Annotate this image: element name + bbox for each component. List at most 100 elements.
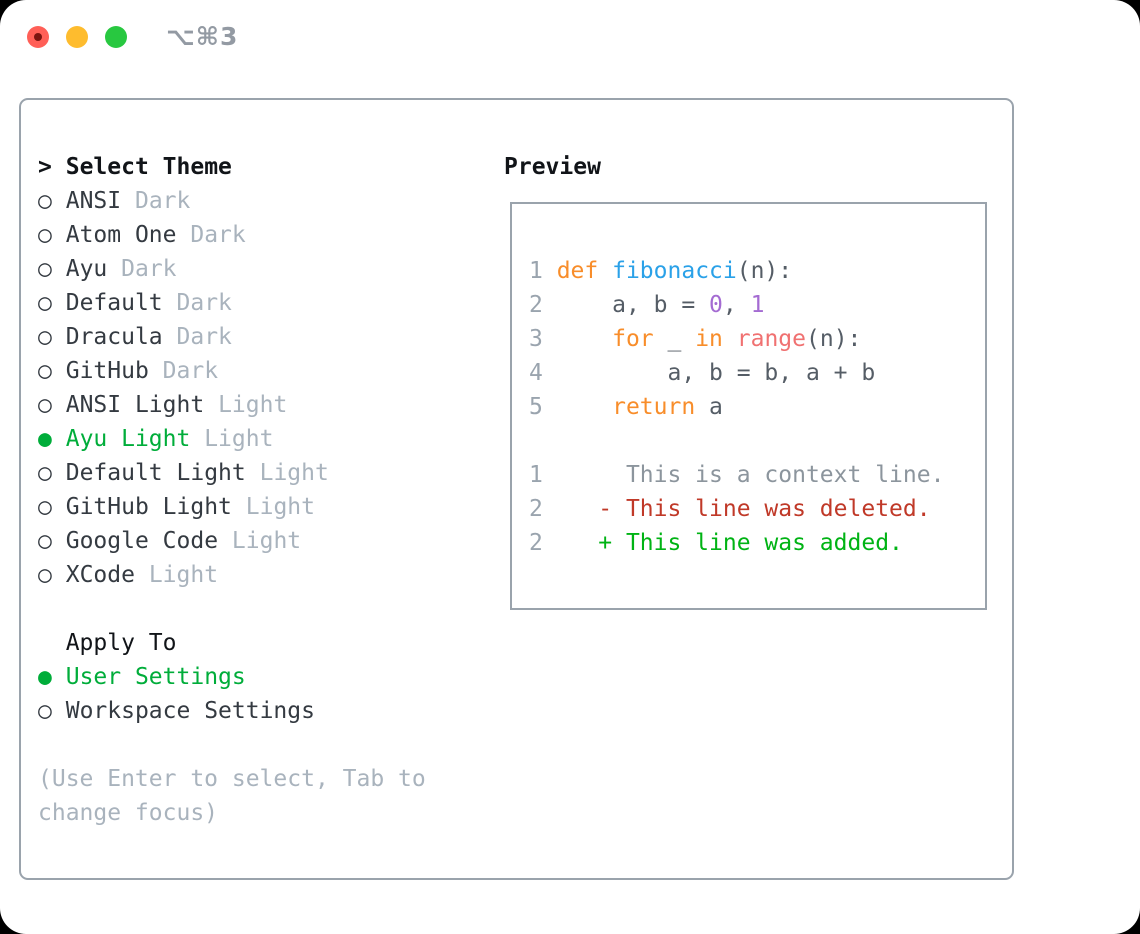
spacer [38,728,426,762]
radio-icon: ○ [38,698,52,724]
theme-list-column: > Select Theme ○ ANSI Dark○ Atom One Dar… [38,150,426,830]
line-number: 4 [529,360,557,386]
theme-variant-badge: Light [259,460,329,486]
theme-option-ayu-dark[interactable]: ○ Ayu Dark [38,252,426,286]
spacer [38,592,426,626]
radio-selected-icon: ● [38,426,52,452]
theme-picker-panel: > Select Theme ○ ANSI Dark○ Atom One Dar… [19,98,1014,880]
minimize-button[interactable] [66,26,88,48]
radio-icon: ○ [38,188,52,214]
theme-option-google-code-light[interactable]: ○ Google Code Light [38,524,426,558]
theme-variant-badge: Dark [190,222,246,248]
close-button[interactable] [27,26,49,48]
radio-selected-icon: ● [38,664,52,690]
theme-options-list: ○ ANSI Dark○ Atom One Dark○ Ayu Dark○ De… [38,184,426,592]
code-segment [598,258,612,284]
theme-name: Google Code [65,528,219,554]
theme-option-default-light-light[interactable]: ○ Default Light Light [38,456,426,490]
code-segment: in [695,326,723,352]
line-number: 2 [529,496,557,522]
select-theme-title: Select Theme [65,154,232,180]
radio-icon: ○ [38,528,52,554]
theme-option-ayu-light-light[interactable]: ● Ayu Light Light [38,422,426,456]
theme-option-github-dark[interactable]: ○ GitHub Dark [38,354,426,388]
theme-option-xcode-light[interactable]: ○ XCode Light [38,558,426,592]
code-segment: a [695,394,723,420]
close-dot-icon [34,33,42,41]
code-segment [557,394,612,420]
apply-to-header: Apply To [65,630,177,656]
code-segment: (n): [806,326,862,352]
theme-name: GitHub [65,358,149,384]
code-line: 2 a, b = 0, 1 [529,288,944,322]
theme-variant-badge: Dark [176,324,232,350]
code-segment: - This line was deleted. [556,496,931,522]
radio-icon: ○ [38,222,52,248]
code-segment: 1 [750,292,765,318]
theme-variant-badge: Dark [134,188,191,214]
code-line: 4 a, b = b, a + b [529,356,944,390]
radio-icon: ○ [38,392,52,418]
theme-variant-badge: Light [148,562,219,588]
theme-option-default-dark[interactable]: ○ Default Dark [38,286,426,320]
theme-variant-badge: Dark [176,290,232,316]
select-theme-header: > Select Theme [38,150,426,184]
theme-option-ansi-light-light[interactable]: ○ ANSI Light Light [38,388,426,422]
titlebar: ⌥⌘3 [0,0,1140,70]
line-number: 2 [529,292,557,318]
code-segment [723,326,737,352]
line-number: 1 [529,462,557,488]
code-segment: + This line was added. [556,530,903,556]
code-segment [557,326,612,352]
code-segment: This is a context line. [556,462,945,488]
theme-option-atom-one-dark[interactable]: ○ Atom One Dark [38,218,426,252]
code-line: 5 return a [529,390,944,424]
selection-cursor-icon: > [38,154,52,180]
theme-name: GitHub Light [65,494,232,520]
help-text-line-2: change focus) [38,800,219,826]
theme-option-ansi-dark[interactable]: ○ ANSI Dark [38,184,426,218]
apply-option-user-settings[interactable]: ● User Settings [38,660,426,694]
code-segment: 0 [709,292,723,318]
code-line: 2 + This line was added. [529,526,944,560]
radio-icon: ○ [38,358,52,384]
code-segment: _ [653,326,696,352]
code-segment: , [722,292,751,318]
theme-name: ANSI [65,188,122,214]
radio-icon: ○ [38,256,52,282]
code-line: 1 This is a context line. [529,458,944,492]
apply-option-label: User Settings [65,664,246,690]
code-line: 1 def fibonacci(n): [529,254,944,288]
code-segment: a, b = b, a + b [556,360,876,386]
line-number: 3 [529,326,557,352]
radio-icon: ○ [38,290,52,316]
apply-to-options-list: ● User Settings○ Workspace Settings [38,660,426,728]
apply-option-workspace-settings[interactable]: ○ Workspace Settings [38,694,426,728]
window-title: ⌥⌘3 [166,22,239,51]
radio-icon: ○ [38,324,52,350]
theme-name: ANSI Light [65,392,205,418]
code-line [529,424,944,458]
code-segment: for [612,326,654,352]
code-line: 3 for _ in range(n): [529,322,944,356]
code-segment: a, b = [556,292,710,318]
theme-option-github-light-light[interactable]: ○ GitHub Light Light [38,490,426,524]
zoom-button[interactable] [105,26,127,48]
line-number: 1 [529,258,557,284]
theme-option-dracula-dark[interactable]: ○ Dracula Dark [38,320,426,354]
code-segment: def [556,258,599,284]
theme-name: XCode [65,562,135,588]
radio-icon: ○ [38,562,52,588]
theme-variant-badge: Light [218,392,288,418]
apply-option-label: Workspace Settings [65,698,315,724]
theme-name: Ayu Light [65,426,191,452]
theme-name: Default [65,290,163,316]
code-segment: range [736,326,806,352]
theme-variant-badge: Light [245,494,315,520]
preview-header: Preview [504,154,601,180]
theme-name: Dracula [65,324,163,350]
line-number: 5 [529,394,557,420]
theme-variant-badge: Dark [162,358,219,384]
